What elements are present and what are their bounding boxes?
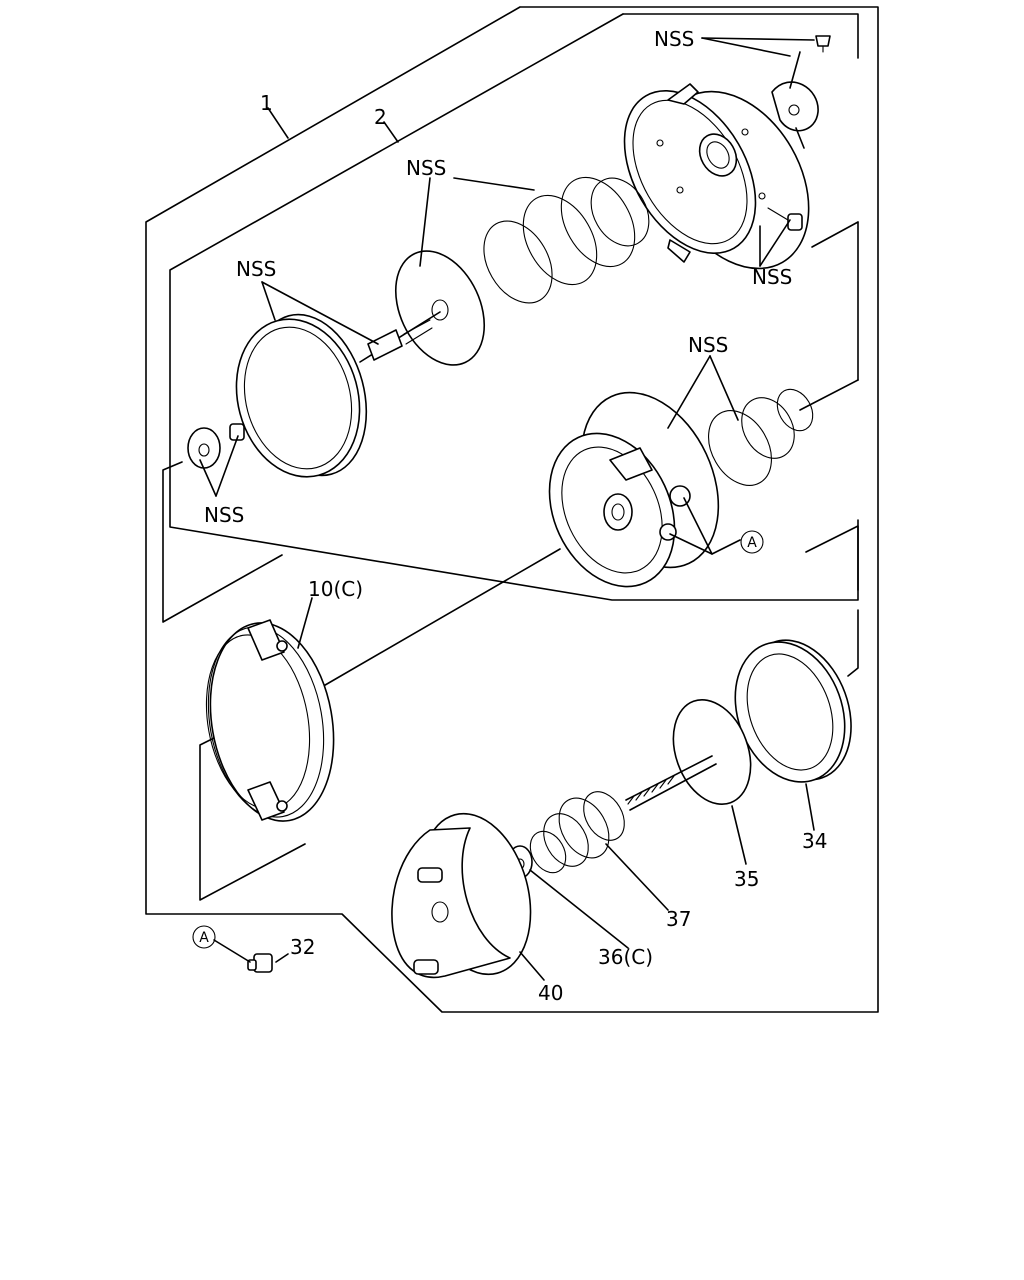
- leader-lines: [199, 37, 815, 981]
- washer-left: [187, 427, 221, 469]
- label-part-32: 32: [290, 935, 315, 959]
- ref-a-circle-detail: A: [192, 925, 216, 949]
- diaphragm-bracket: [771, 51, 819, 149]
- label-assembly-2: 2: [374, 105, 387, 129]
- clamp-ring: [205, 619, 335, 822]
- stud-bolts: [413, 867, 443, 975]
- label-nss-bracket: NSS: [752, 265, 792, 289]
- bracket-screw: [815, 35, 831, 53]
- assembly-2-outline: [169, 13, 859, 601]
- threaded-rod: [625, 755, 717, 811]
- ref-a-text-detail: A: [199, 930, 209, 946]
- inner-spring: [708, 388, 814, 486]
- rear-cylinder: [391, 812, 532, 979]
- rear-housing: [548, 391, 720, 588]
- lower-ring-seal: [734, 639, 852, 783]
- label-nss-spring: NSS: [406, 156, 446, 180]
- label-part-34: 34: [802, 829, 827, 853]
- label-part-35: 35: [734, 867, 759, 891]
- main-spring: [483, 176, 650, 304]
- return-spring: [529, 791, 625, 874]
- ref-a-text-main: A: [747, 535, 757, 551]
- label-part-36: 36(C): [598, 945, 653, 969]
- front-cover: [623, 83, 810, 270]
- piston-plate: [672, 698, 752, 806]
- push-rod: [359, 311, 441, 363]
- assembly-1-outline: [145, 6, 879, 1013]
- label-nss-washer: NSS: [204, 503, 244, 527]
- callout-labels: 1 2 NSS NSS NSS NSS NSS NSS 10(C) 34 35 …: [204, 27, 827, 1005]
- label-nss-inner-spring: NSS: [688, 333, 728, 357]
- ref-a-circle-main: A: [740, 530, 764, 554]
- label-assembly-1: 1: [260, 91, 273, 115]
- upper-ring-seal: [235, 313, 368, 478]
- elbow-fitting: [247, 953, 273, 973]
- label-nss-top-right: NSS: [654, 27, 694, 51]
- label-clamp: 10(C): [308, 577, 363, 601]
- label-part-40: 40: [538, 981, 563, 1005]
- label-part-37: 37: [666, 907, 691, 931]
- diaphragm-plate: [394, 250, 486, 366]
- label-nss-left: NSS: [236, 257, 276, 281]
